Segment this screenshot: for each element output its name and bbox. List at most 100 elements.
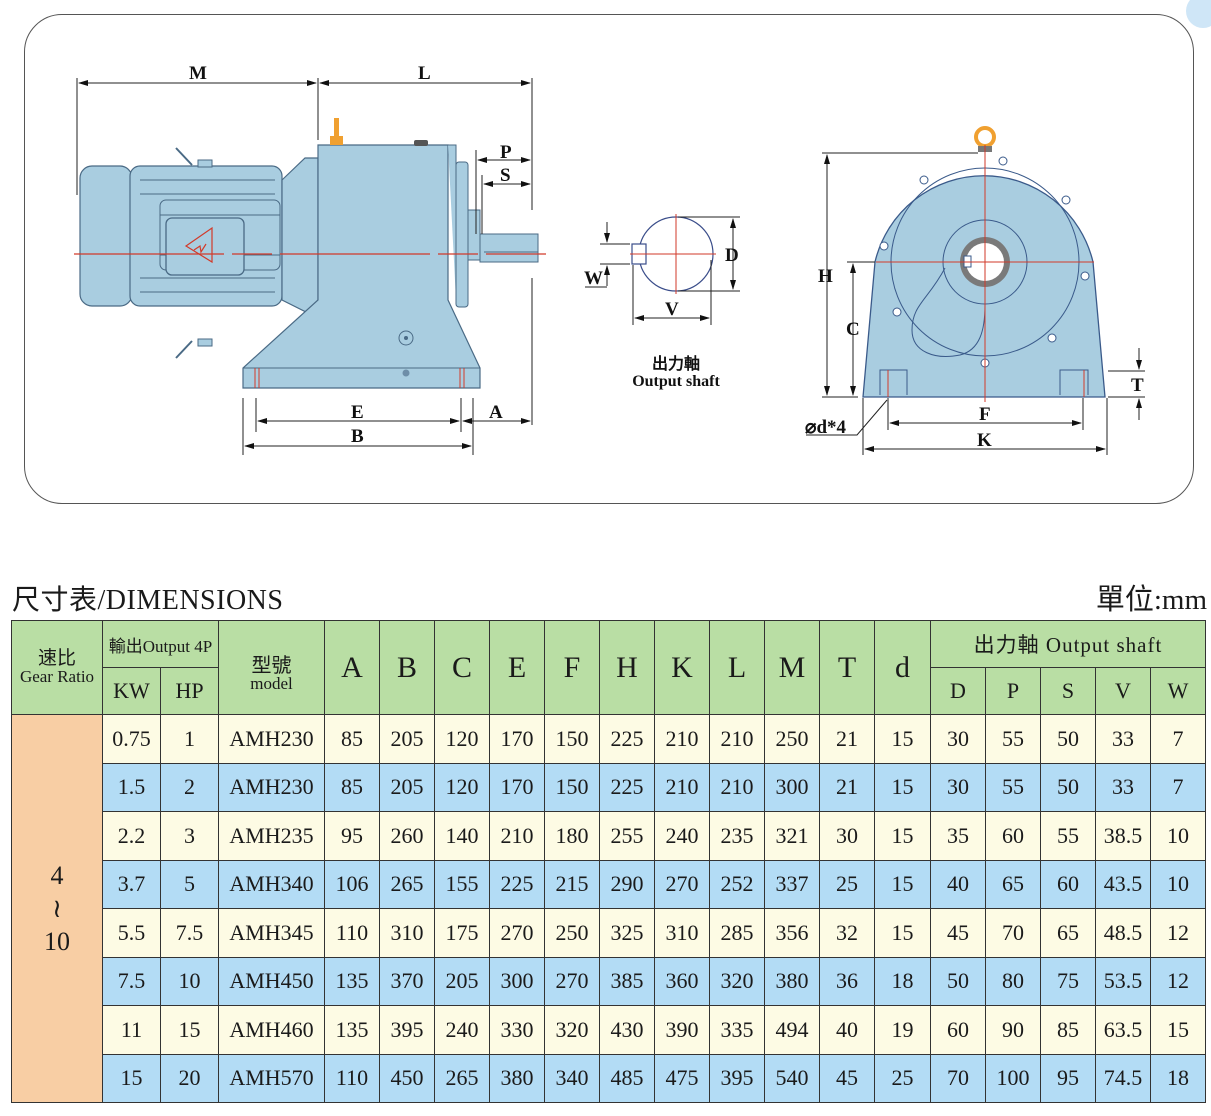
header-shaft-dim: V [1095, 667, 1151, 715]
table-cell: 70 [985, 908, 1041, 958]
header-shaft-dim: S [1040, 667, 1096, 715]
table-cell: 210 [654, 762, 710, 812]
header-dim: H [599, 620, 655, 715]
table-cell: 210 [709, 762, 765, 812]
table-cell: AMH340 [218, 859, 325, 909]
dim-label-b: B [351, 426, 364, 447]
table-cell: 210 [489, 811, 545, 861]
table-cell: 110 [324, 908, 380, 958]
gear-ratio-sep: ≀ [52, 894, 62, 923]
table-cell: 60 [985, 811, 1041, 861]
table-cell: AMH235 [218, 811, 325, 861]
table-cell: 74.5 [1095, 1053, 1151, 1103]
table-cell: 380 [489, 1053, 545, 1103]
section-title: 尺寸表/DIMENSIONS [12, 585, 284, 616]
table-cell: 335 [709, 1005, 765, 1055]
table-cell: 225 [599, 714, 655, 764]
table-cell: 65 [985, 859, 1041, 909]
model-en: model [250, 673, 293, 693]
gear-ratio-en: Gear Ratio [19, 666, 95, 686]
shaft-caption-zh: 出力軸 [652, 354, 700, 373]
table-cell: 240 [654, 811, 710, 861]
header-hp: HP [160, 667, 219, 715]
table-cell: 100 [985, 1053, 1041, 1103]
table-cell: 2.2 [102, 811, 161, 861]
table-cell: 3.7 [102, 859, 161, 909]
table-cell: 205 [379, 714, 435, 764]
table-cell: 85 [324, 762, 380, 812]
table-cell: 135 [324, 1005, 380, 1055]
table-cell: 48.5 [1095, 908, 1151, 958]
table-cell: 7 [1150, 762, 1206, 812]
dim-label-m: M [189, 63, 207, 84]
header-dim: K [654, 620, 710, 715]
table-cell: 3 [160, 811, 219, 861]
gearbox-housing [242, 144, 481, 389]
table-cell: AMH230 [218, 714, 325, 764]
table-cell: AMH345 [218, 908, 325, 958]
dim-label-w: W [584, 268, 603, 289]
table-cell: 325 [599, 908, 655, 958]
gear-ratio-to: 10 [44, 927, 70, 956]
header-model: 型號 model [218, 620, 325, 715]
header-output-group: 輸出Output 4P [102, 620, 219, 668]
table-cell: 70 [930, 1053, 986, 1103]
table-cell: 12 [1150, 908, 1206, 958]
table-cell: 15 [874, 762, 931, 812]
header-dim: B [379, 620, 435, 715]
table-cell: 85 [1040, 1005, 1096, 1055]
table-cell: 21 [819, 762, 875, 812]
table-cell: 50 [930, 956, 986, 1006]
table-cell: 475 [654, 1053, 710, 1103]
table-cell: 265 [379, 859, 435, 909]
table-cell: 450 [379, 1053, 435, 1103]
table-cell: 43.5 [1095, 859, 1151, 909]
table-cell: 53.5 [1095, 956, 1151, 1006]
table-cell: 320 [709, 956, 765, 1006]
table-cell: 5.5 [102, 908, 161, 958]
header-dim: d [874, 620, 931, 715]
header-dim: T [819, 620, 875, 715]
table-cell: 55 [985, 714, 1041, 764]
table-cell: 150 [544, 714, 600, 764]
table-cell: 360 [654, 956, 710, 1006]
table-cell: 180 [544, 811, 600, 861]
table-cell: 540 [764, 1053, 820, 1103]
table-cell: 1 [160, 714, 219, 764]
table-cell: 5 [160, 859, 219, 909]
table-cell: 40 [819, 1005, 875, 1055]
table-cell: 10 [1150, 811, 1206, 861]
table-cell: 30 [930, 714, 986, 764]
eyebolt-side [334, 118, 339, 138]
technical-drawing: M L P S E B A W D V 出力軸 Output shaft [74, 63, 1145, 455]
table-cell: 205 [379, 762, 435, 812]
dim-label-a: A [489, 402, 503, 423]
table-cell: AMH460 [218, 1005, 325, 1055]
table-cell: 110 [324, 1053, 380, 1103]
table-cell: 225 [489, 859, 545, 909]
dim-label-p: P [500, 142, 512, 163]
table-cell: 356 [764, 908, 820, 958]
table-cell: 337 [764, 859, 820, 909]
table-cell: 380 [764, 956, 820, 1006]
table-cell: 36 [819, 956, 875, 1006]
table-cell: 11 [102, 1005, 161, 1055]
header-shaft-dim: D [930, 667, 986, 715]
table-cell: 10 [160, 956, 219, 1006]
table-cell: 270 [654, 859, 710, 909]
table-cell: 95 [1040, 1053, 1096, 1103]
table-cell: 15 [102, 1053, 161, 1103]
table-cell: 1.5 [102, 762, 161, 812]
table-cell: 340 [544, 1053, 600, 1103]
table-cell: 80 [985, 956, 1041, 1006]
table-cell: 135 [324, 956, 380, 1006]
header-dim: E [489, 620, 545, 715]
table-cell: 7.5 [102, 956, 161, 1006]
table-cell: 30 [819, 811, 875, 861]
table-cell: 50 [1040, 762, 1096, 812]
table-cell: 430 [599, 1005, 655, 1055]
header-dim: C [434, 620, 490, 715]
